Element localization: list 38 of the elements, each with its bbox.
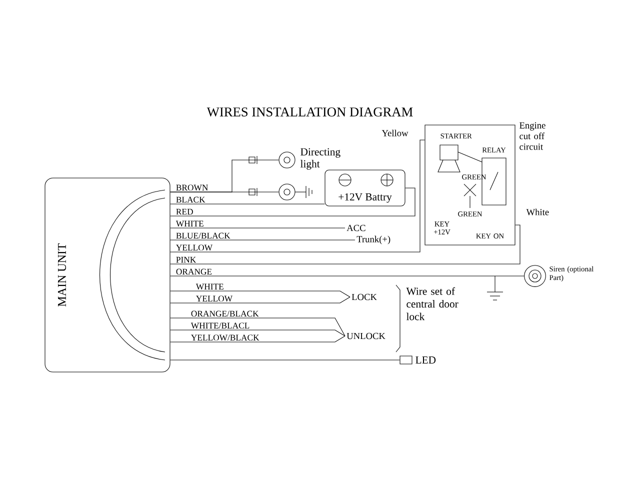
- battery-box: +12V Battry: [324, 170, 406, 206]
- wire: [170, 330, 346, 336]
- wire: [170, 296, 350, 304]
- wire-label: BROWN: [176, 184, 208, 191]
- wire-label: WHITE: [176, 220, 204, 227]
- part-label: LED: [416, 356, 436, 364]
- wire-label: PINK: [176, 256, 196, 263]
- part-label: Engine cut off circuit: [520, 122, 546, 150]
- terminal-label: UNLOCK: [346, 332, 386, 340]
- wire-label: BLACK: [176, 196, 206, 203]
- wire-label: WHITE: [196, 284, 224, 290]
- terminal-label: LOCK: [352, 294, 377, 300]
- wire: [170, 188, 416, 216]
- wire: [170, 336, 346, 342]
- wire-label: Yellow: [382, 130, 408, 136]
- wire-label: RED: [176, 208, 193, 215]
- lamp-icon: [278, 152, 296, 168]
- wire-label: White: [526, 208, 549, 216]
- wire-label: WHITE/BLACL: [190, 322, 250, 329]
- wire-label: ORANGE: [176, 268, 212, 275]
- wire-label: YELLOW: [196, 296, 232, 302]
- terminal-label: Trunk(+): [356, 236, 390, 244]
- led-icon: [400, 356, 412, 364]
- main-unit-box: MAIN UNIT: [44, 178, 170, 372]
- title: WIRES INSTALLATION DIAGRAM: [206, 108, 413, 117]
- siren-icon: [524, 265, 546, 287]
- wire: [170, 224, 520, 264]
- wire-label: ORANGE/BLACK: [191, 310, 259, 317]
- wire-label: YELLOW/BLACK: [191, 334, 260, 341]
- wire: [170, 318, 346, 336]
- wire: [170, 290, 350, 298]
- wire-label: BLUE/BLACK: [176, 232, 230, 239]
- wire-label: Wire set of central door lock: [406, 287, 458, 320]
- lamp-icon: [278, 184, 296, 200]
- wire: [170, 140, 425, 252]
- wire-label: YELLOW: [176, 244, 212, 251]
- part-label: Directing light: [300, 148, 340, 170]
- terminal-label: ACC: [346, 224, 366, 232]
